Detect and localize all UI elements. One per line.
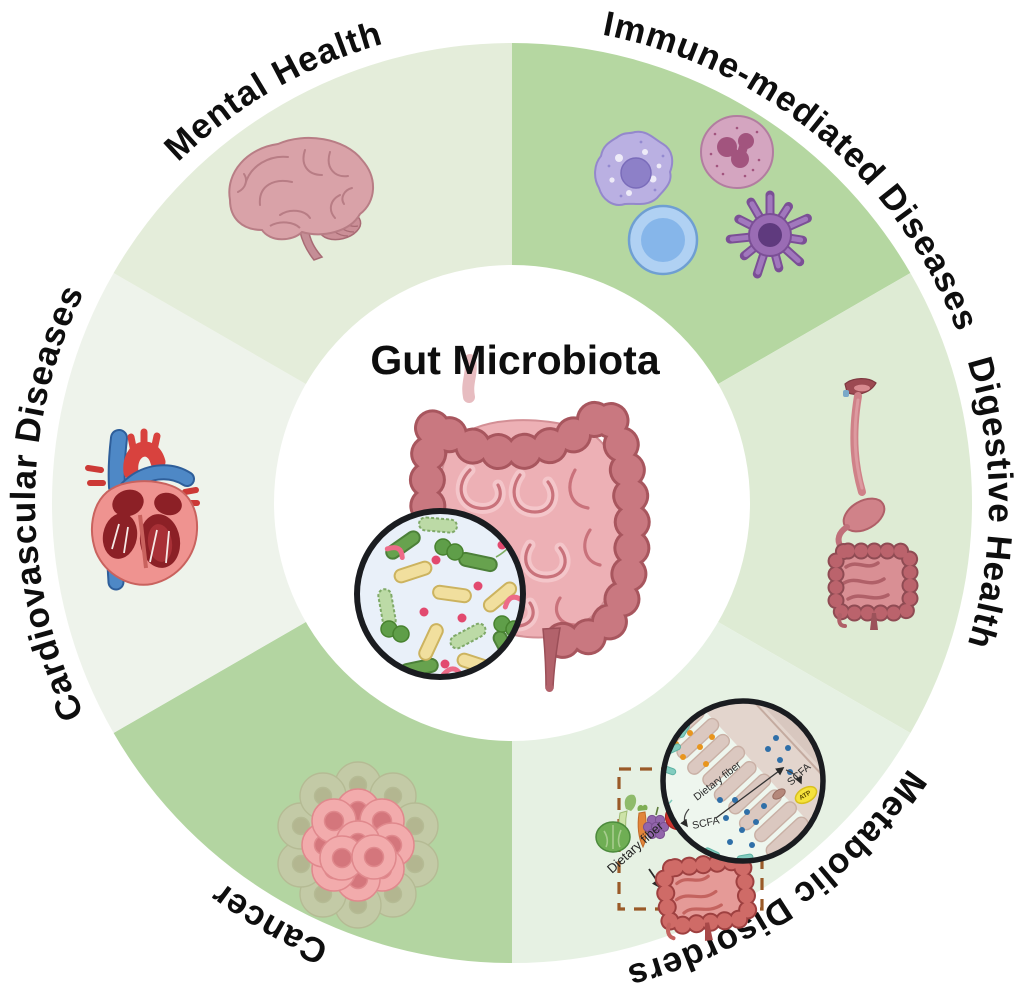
gut-microbiota-icon [354,354,632,692]
figure-title: Gut Microbiota [370,337,660,383]
brain-icon [228,137,375,261]
inset-scfa-label: SCFA [691,814,720,831]
macrophage-cell-icon [594,130,674,206]
lymphocyte-cell-icon [627,204,699,276]
tumor-icon [277,761,439,929]
bacteria-magnifier-icon [354,508,526,680]
segment-immune-mediated-diseases [512,42,911,385]
heart-icon [85,428,200,591]
metabolic-intestine-icon [662,861,751,941]
dendritic-cell-icon [725,190,812,279]
immune-cells-icon [594,115,812,279]
neutrophil-cell-icon [700,115,774,189]
scfa-inset-icon: Dietary fiber SCFA SCFA ATP [660,698,826,864]
digestive-tract-icon [836,378,910,630]
metabolic-pathway-icon: Dietary fiber [595,698,826,941]
atp-badge [794,785,818,805]
